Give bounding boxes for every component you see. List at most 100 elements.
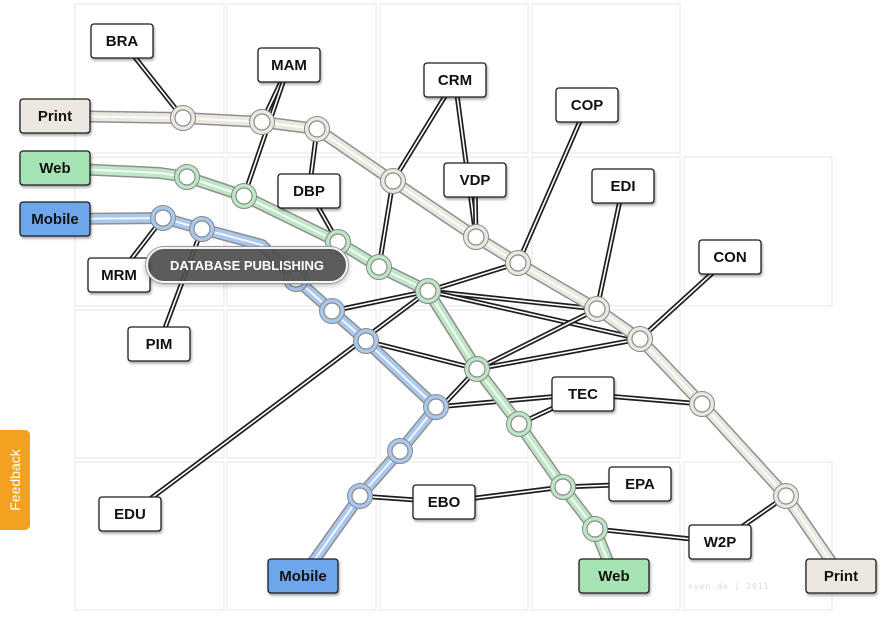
node-label: Print	[824, 568, 858, 585]
node-label: DBP	[293, 183, 325, 200]
node-label: Mobile	[31, 211, 79, 228]
station-inner	[370, 258, 388, 276]
connector-line-core	[476, 338, 641, 370]
connector-line-core	[427, 262, 519, 292]
grid-cell	[74, 309, 225, 459]
station-inner	[391, 442, 409, 460]
node-box	[277, 173, 341, 209]
grid-cell	[379, 156, 529, 307]
node-box	[19, 98, 91, 134]
connector-line-core	[476, 308, 598, 370]
node-label: EDI	[610, 178, 635, 195]
node-bra[interactable]: BRA	[90, 23, 154, 59]
grid-cell	[379, 309, 529, 459]
station-inner	[178, 168, 196, 186]
node-mrm[interactable]: MRM	[87, 257, 151, 293]
node-label: EPA	[625, 476, 655, 493]
node-ebo[interactable]: EBO	[412, 484, 476, 520]
station-inner	[419, 282, 437, 300]
node-web-start[interactable]: Web	[19, 150, 91, 186]
node-mobile-end[interactable]: Mobile	[267, 558, 339, 594]
node-con[interactable]: CON	[698, 239, 762, 275]
node-label: EBO	[428, 494, 461, 511]
node-box	[688, 524, 752, 560]
node-crm[interactable]: CRM	[423, 62, 487, 98]
feedback-label: Feedback	[7, 449, 23, 511]
station-inner	[308, 120, 326, 138]
station-inner	[235, 187, 253, 205]
station-inner	[253, 113, 271, 131]
node-box	[608, 466, 672, 502]
connector-line-core	[378, 180, 394, 268]
node-pim[interactable]: PIM	[127, 326, 191, 362]
node-box	[19, 150, 91, 186]
station-inner	[588, 300, 606, 318]
feedback-tab[interactable]: Feedback	[0, 430, 30, 530]
station-inner	[554, 478, 572, 496]
node-print-end[interactable]: Print	[805, 558, 877, 594]
station-inner	[468, 360, 486, 378]
connector-line-core	[596, 185, 624, 310]
node-mobile-start[interactable]: Mobile	[19, 201, 91, 237]
station-inner	[357, 332, 375, 350]
node-label: MRM	[101, 267, 137, 284]
node-box	[591, 168, 655, 204]
connector-line-core	[129, 290, 429, 515]
node-label: Web	[598, 568, 629, 585]
node-dbp[interactable]: DBP	[277, 173, 341, 209]
node-label: BRA	[106, 33, 139, 50]
grid-cell	[531, 3, 681, 154]
node-label: Web	[39, 160, 70, 177]
stations	[150, 105, 799, 542]
grid-cell	[379, 3, 529, 154]
grid-cell	[74, 461, 225, 611]
node-epa[interactable]: EPA	[608, 466, 672, 502]
print-line-highlight	[54, 115, 842, 577]
station-inner	[777, 487, 795, 505]
node-boxes: BRA MAM CRM COP DBP VDP EDI CON MRM PIM TEC EPA EBO W…	[19, 23, 877, 594]
grid-cell	[74, 3, 225, 154]
node-box	[412, 484, 476, 520]
node-web-end[interactable]: Web	[578, 558, 650, 594]
station-inner	[323, 302, 341, 320]
node-vdp[interactable]: VDP	[443, 162, 507, 198]
station-inner	[427, 398, 445, 416]
station-inner	[631, 330, 649, 348]
node-box	[267, 558, 339, 594]
node-box	[127, 326, 191, 362]
node-cop[interactable]: COP	[555, 87, 619, 123]
station-inner	[193, 220, 211, 238]
node-box	[423, 62, 487, 98]
station-inner	[154, 209, 172, 227]
connector-line-core	[427, 290, 641, 340]
connector-line-core	[365, 340, 478, 370]
node-label: EDU	[114, 506, 146, 523]
node-box	[698, 239, 762, 275]
node-edu[interactable]: EDU	[98, 496, 162, 532]
node-box	[257, 47, 321, 83]
node-box	[98, 496, 162, 532]
grid-cell	[226, 461, 377, 611]
station-inner	[586, 520, 604, 538]
node-box	[90, 23, 154, 59]
node-label: CON	[713, 249, 746, 266]
node-box	[805, 558, 877, 594]
station-inner	[384, 172, 402, 190]
node-label: TEC	[568, 386, 598, 403]
connector-line-core	[427, 290, 598, 310]
node-print-start[interactable]: Print	[19, 98, 91, 134]
node-box	[551, 376, 615, 412]
credit-watermark: oyen.de | 2011	[688, 582, 770, 591]
node-mam[interactable]: MAM	[257, 47, 321, 83]
node-tec[interactable]: TEC	[551, 376, 615, 412]
node-label: Mobile	[279, 568, 327, 585]
grid-cell	[226, 309, 377, 459]
node-w2p[interactable]: W2P	[688, 524, 752, 560]
node-label: PIM	[146, 336, 173, 353]
node-label: Print	[38, 108, 72, 125]
station-inner	[351, 487, 369, 505]
node-box	[555, 87, 619, 123]
node-edi[interactable]: EDI	[591, 168, 655, 204]
connector-line-core	[331, 290, 429, 312]
